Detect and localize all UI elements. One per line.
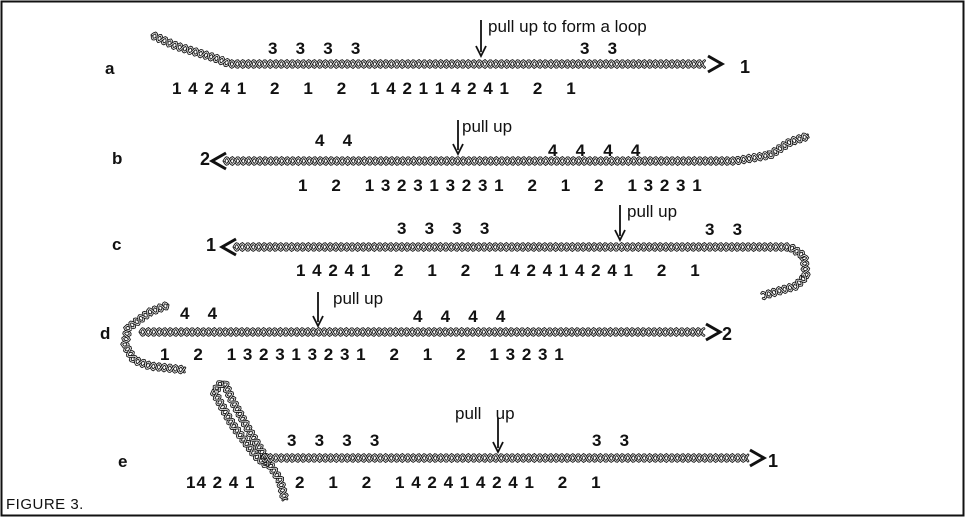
pull-up-arrows: [312, 20, 626, 455]
rope-strand-highlight: [210, 381, 268, 468]
row-letter-a: a: [105, 59, 115, 78]
row-b-end-label: 2: [200, 149, 211, 169]
pull-arrow-row-e: [492, 418, 504, 455]
figure-caption: FIGURE 3.: [6, 496, 84, 513]
row-d-end-label: 2: [722, 324, 733, 344]
rope-strand-highlight: [261, 454, 749, 462]
rope-strand-highlight: [223, 381, 288, 500]
pull-arrow-head: [452, 143, 464, 157]
rope-strand-highlight: [213, 381, 269, 466]
rope-strand-highlight: [121, 304, 186, 374]
rope-row-e: [260, 453, 750, 463]
row-letter-d: d: [100, 324, 111, 343]
row-e-bottom-numbers-left: 14 2 4 1: [186, 473, 256, 492]
row-e-bottom-numbers: 2 1 2 1 4 2 4 1 4 2 4 1 2 1: [295, 473, 602, 492]
row-b-top-numbers-right: 4 4 4 4: [548, 141, 642, 160]
pull-arrow-head: [614, 229, 626, 243]
rope-strand: [222, 132, 810, 166]
row-e-end-label: 1: [768, 451, 779, 471]
row-d-pull-up-note: pull up: [333, 289, 384, 308]
rope-row-b-end-arrow: [208, 151, 227, 171]
row-c-pull-up-note: pull up: [627, 202, 678, 221]
arrow-head-stroke: [705, 322, 724, 342]
rope-row-c-end-arrow: [218, 237, 237, 257]
row-c-end-label: 1: [206, 235, 217, 255]
arrow-head-stroke: [749, 448, 768, 468]
rope-strand-highlight: [233, 243, 810, 298]
pull-arrow-head: [492, 441, 504, 455]
arrow-head-stroke: [707, 54, 726, 74]
rope-strand-highlight: [223, 133, 809, 165]
row-d-top-numbers: 4 4: [180, 304, 219, 323]
row-a-top-numbers-right: 3 3: [580, 39, 619, 58]
rope-row-d: [138, 327, 706, 337]
row-e-top-numbers: 3 3 3 3: [287, 431, 381, 450]
row-b-bottom-numbers: 1 2 1 3 2 3 1 3 2 3 1 2 1 2 1 3 2 3 1: [298, 176, 703, 195]
rope-strand-highlight: [261, 454, 749, 462]
rope-row-d-end-arrow: [705, 322, 724, 342]
row-b-top-numbers: 4 4: [315, 131, 354, 150]
rope-row-d-tail: [120, 301, 187, 375]
pull-arrow-row-c: [614, 205, 626, 243]
rope-row-a: [150, 31, 706, 69]
pull-arrow-row-a: [475, 20, 487, 59]
rope-strand-highlight: [223, 134, 808, 165]
row-d-bottom-numbers: 1 2 1 3 2 3 1 3 2 3 1 2 1 2 1 3 2 3 1: [160, 345, 565, 364]
rope-row-e-loop-right: [209, 380, 270, 468]
rope-strand-highlight: [139, 328, 705, 336]
rope-strand-highlight: [233, 243, 810, 300]
row-e-pull-up-note: pull up: [455, 404, 515, 423]
row-letter-c: c: [112, 235, 122, 254]
pull-arrow-row-d: [312, 292, 324, 329]
row-c-top-numbers-right: 3 3: [705, 220, 744, 239]
row-a-end-label: 1: [740, 57, 751, 77]
rope-row-e-loop-left: [220, 380, 289, 502]
row-a-pull-up-note: pull up to form a loop: [488, 17, 647, 36]
row-e-top-numbers-right: 3 3: [592, 431, 631, 450]
row-d-top-numbers-right: 4 4 4 4: [413, 307, 507, 326]
rope-strand-highlight: [151, 32, 706, 68]
row-a-bottom-numbers: 1 4 2 4 1 2 1 2 1 4 2 1 1 4 2 4 1 2 1: [172, 79, 577, 98]
row-letter-e: e: [118, 452, 128, 471]
rope-drawings: [120, 31, 811, 502]
row-c-top-numbers: 3 3 3 3: [397, 219, 491, 238]
rope-row-b: [222, 132, 810, 166]
arrow-head-stroke: [208, 151, 227, 171]
rope-row-c: [232, 242, 811, 301]
row-b-pull-up-note: pull up: [462, 117, 513, 136]
rope-row-e-end-arrow: [749, 448, 768, 468]
pull-arrow-head: [312, 315, 324, 329]
arrow-head-stroke: [218, 237, 237, 257]
row-a-top-numbers: 3 3 3 3: [268, 39, 362, 58]
row-c-bottom-numbers: 1 4 2 4 1 2 1 2 1 4 2 4 1 4 2 4 1 2 1: [296, 261, 701, 280]
row-letter-b: b: [112, 149, 123, 168]
pull-arrow-head: [475, 45, 487, 59]
rope-row-a-end-arrow: [707, 54, 726, 74]
pull-arrow-row-b: [452, 120, 464, 157]
